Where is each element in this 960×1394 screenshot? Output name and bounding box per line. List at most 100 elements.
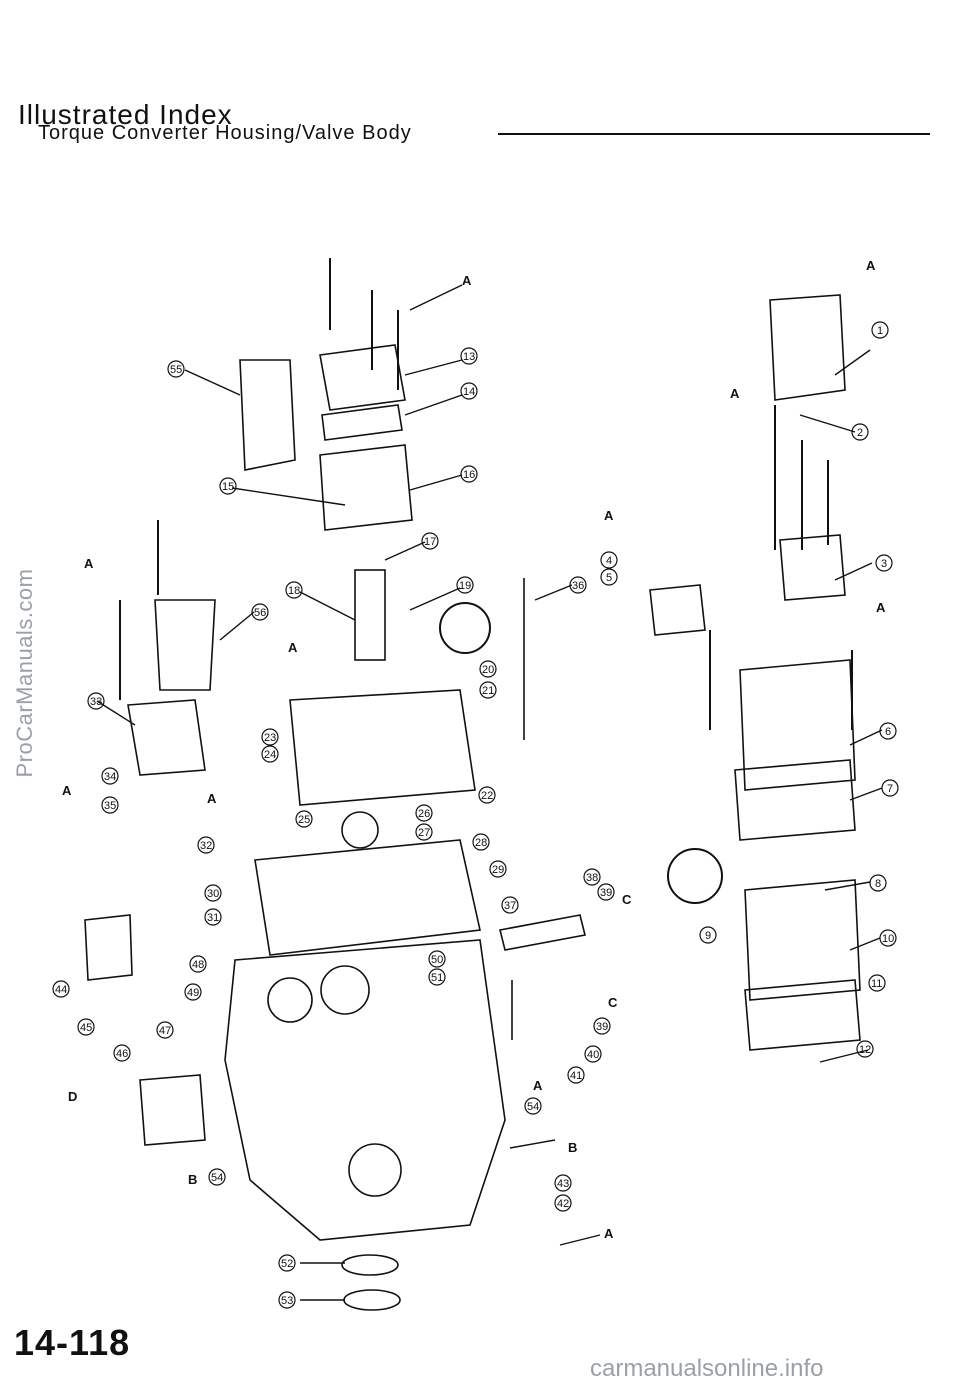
callout-17: 17: [424, 536, 436, 548]
letter-b: B: [568, 1140, 577, 1155]
callout-50: 50: [431, 954, 443, 966]
callout-25: 25: [298, 814, 310, 826]
accumulator-cover: [649, 584, 706, 636]
callout-39: 39: [600, 887, 612, 899]
letter-a: A: [84, 556, 94, 571]
servo-body: [319, 444, 413, 531]
callout-13: 13: [463, 351, 475, 363]
callout-28: 28: [475, 837, 487, 849]
callout-labels: 1 2 3 4 5 6 7 8 9 10 11 12 13 14 15 16 1…: [55, 325, 894, 1307]
callout-23: 23: [264, 732, 276, 744]
letter-c: C: [622, 892, 632, 907]
callout-30: 30: [207, 888, 219, 900]
callout-20: 20: [482, 664, 494, 676]
callout-22: 22: [481, 790, 493, 802]
callout-19: 19: [459, 580, 471, 592]
detail-insets: [439, 602, 723, 904]
letter-b: B: [188, 1172, 197, 1187]
letter-a: A: [533, 1078, 543, 1093]
letter-a: A: [288, 640, 298, 655]
callout-1: 1: [877, 325, 883, 337]
callout-11: 11: [871, 978, 882, 990]
letter-a: A: [604, 1226, 614, 1241]
letter-a: A: [62, 783, 72, 798]
page-title: Illustrated Index: [18, 98, 233, 130]
main-separator-plate: [734, 759, 856, 841]
callout-55: 55: [170, 364, 182, 376]
callout-34: 34: [104, 771, 116, 783]
page-number: 14-118: [14, 1322, 131, 1363]
callout-7: 7: [887, 783, 893, 795]
linear-solenoid: [84, 914, 133, 981]
callout-14: 14: [463, 386, 475, 398]
callout-3: 3: [881, 558, 887, 570]
main-valve-body: [739, 659, 856, 791]
line-bracket: [239, 359, 296, 471]
callout-53: 53: [281, 1295, 293, 1307]
callout-21: 21: [482, 685, 494, 697]
callout-15: 15: [222, 481, 234, 493]
callout-36: 36: [572, 580, 584, 592]
callout-27: 27: [418, 827, 430, 839]
callout-37: 37: [504, 900, 516, 912]
callout-54: 54: [527, 1101, 539, 1113]
callout-9: 9: [705, 930, 711, 942]
housing-bore-1: [320, 965, 370, 1015]
pump-gear: [341, 811, 379, 849]
callout-45: 45: [80, 1022, 92, 1034]
letter-c: C: [608, 995, 618, 1010]
callout-6: 6: [885, 726, 891, 738]
letter-a: A: [207, 791, 217, 806]
speed-sensor: [139, 1074, 206, 1146]
callout-56: 56: [254, 607, 266, 619]
callout-31: 31: [207, 912, 219, 924]
callout-44: 44: [55, 984, 67, 996]
callout-48: 48: [192, 959, 204, 971]
callout-39b: 39: [596, 1021, 608, 1033]
separator-plate: [254, 839, 481, 956]
callout-18: 18: [288, 585, 300, 597]
secondary-separator-plate: [744, 979, 861, 1051]
callout-2: 2: [857, 427, 863, 439]
callout-49: 49: [187, 987, 199, 999]
callout-29: 29: [492, 864, 504, 876]
housing-bore-2: [267, 977, 313, 1023]
bearing-upper: [341, 1254, 399, 1276]
letter-d: D: [68, 1089, 77, 1104]
letter-a: A: [604, 508, 614, 523]
callout-47: 47: [159, 1025, 171, 1037]
regulator-valve-body: [289, 689, 476, 806]
callout-12: 12: [859, 1044, 871, 1056]
callout-41: 41: [570, 1070, 582, 1082]
letter-a: A: [730, 386, 740, 401]
callout-40: 40: [587, 1049, 599, 1061]
letter-a: A: [462, 273, 472, 288]
stator-shaft: [354, 569, 386, 661]
callout-46: 46: [116, 1048, 128, 1060]
callout-5: 5: [606, 572, 612, 584]
bearing-lower: [343, 1289, 401, 1311]
housing-bore-3: [348, 1143, 402, 1197]
side-watermark: ProCarManuals.com: [12, 568, 37, 778]
callout-4: 4: [606, 555, 612, 567]
solenoid-gasket: [321, 404, 403, 441]
callout-8: 8: [875, 878, 881, 890]
reference-letters: A A A A A A A A A A A B B C C D: [62, 258, 886, 1241]
filter-cover: [769, 294, 846, 401]
callout-52: 52: [281, 1258, 293, 1270]
leader-lines: [96, 284, 883, 1301]
letter-a: A: [866, 258, 876, 273]
callout-42: 42: [557, 1198, 569, 1210]
accumulator-body: [779, 534, 846, 601]
callout-10: 10: [882, 933, 894, 945]
lockup-solenoid-cover: [154, 599, 216, 691]
callout-51: 51: [431, 972, 443, 984]
callout-54b: 54: [211, 1172, 223, 1184]
callout-26: 26: [418, 808, 430, 820]
callout-16: 16: [463, 469, 475, 481]
section-subtitle: Torque Converter Housing/Valve Body: [38, 122, 412, 144]
callout-35: 35: [104, 800, 116, 812]
letter-a: A: [876, 600, 886, 615]
bolt-group: [119, 258, 853, 730]
